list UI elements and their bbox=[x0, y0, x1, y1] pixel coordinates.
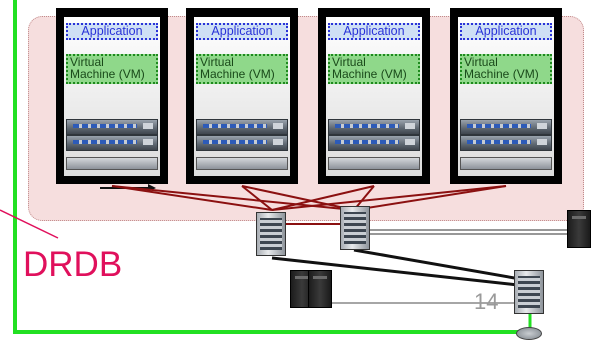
red-rack-links bbox=[111, 185, 507, 211]
server-unit bbox=[66, 135, 158, 151]
storage-chassis bbox=[460, 157, 552, 170]
server-tower-bottom bbox=[308, 270, 332, 308]
application-box: Application bbox=[196, 23, 288, 40]
virtual-machine-box: Virtual Machine (VM) bbox=[328, 54, 420, 84]
server-unit bbox=[328, 119, 420, 135]
server-unit bbox=[460, 135, 552, 151]
virtual-machine-box: Virtual Machine (VM) bbox=[460, 54, 552, 84]
page-number: 14 bbox=[474, 289, 499, 314]
network-switch-left bbox=[256, 212, 286, 256]
vm-label-line2: Machine (VM) bbox=[200, 67, 275, 81]
network-switch-center bbox=[340, 206, 370, 250]
green-outer-link bbox=[13, 0, 520, 334]
core-link-left bbox=[271, 256, 519, 287]
vm-label-line1: Virtual bbox=[70, 55, 104, 69]
vm-label-line1: Virtual bbox=[200, 55, 234, 69]
application-box: Application bbox=[460, 23, 552, 40]
vm-label-line1: Virtual bbox=[332, 55, 366, 69]
server-rack-1: Application Virtual Machine (VM) bbox=[56, 8, 168, 184]
core-link-right bbox=[353, 248, 527, 282]
storage-chassis bbox=[66, 157, 158, 170]
server-rack-2: Application Virtual Machine (VM) bbox=[186, 8, 298, 184]
application-box: Application bbox=[66, 23, 158, 40]
vm-label-line2: Machine (VM) bbox=[464, 67, 539, 81]
drdb-label: DRDB bbox=[23, 245, 123, 284]
vm-label-line1: Virtual bbox=[464, 55, 498, 69]
server-unit bbox=[196, 119, 288, 135]
server-unit bbox=[196, 135, 288, 151]
drdb-pointer-line bbox=[0, 209, 59, 239]
virtual-machine-box: Virtual Machine (VM) bbox=[66, 54, 158, 84]
vm-label-line2: Machine (VM) bbox=[70, 67, 145, 81]
server-unit bbox=[460, 119, 552, 135]
vm-label-line2: Machine (VM) bbox=[332, 67, 407, 81]
application-box: Application bbox=[328, 23, 420, 40]
storage-chassis bbox=[196, 157, 288, 170]
server-unit bbox=[328, 135, 420, 151]
server-unit bbox=[66, 119, 158, 135]
server-tower-right bbox=[567, 210, 591, 248]
virtual-machine-box: Virtual Machine (VM) bbox=[196, 54, 288, 84]
network-switch-core bbox=[514, 270, 544, 314]
server-rack-3: Application Virtual Machine (VM) bbox=[318, 8, 430, 184]
storage-chassis bbox=[328, 157, 420, 170]
router-icon bbox=[516, 327, 542, 340]
server-rack-4: Application Virtual Machine (VM) bbox=[450, 8, 562, 184]
